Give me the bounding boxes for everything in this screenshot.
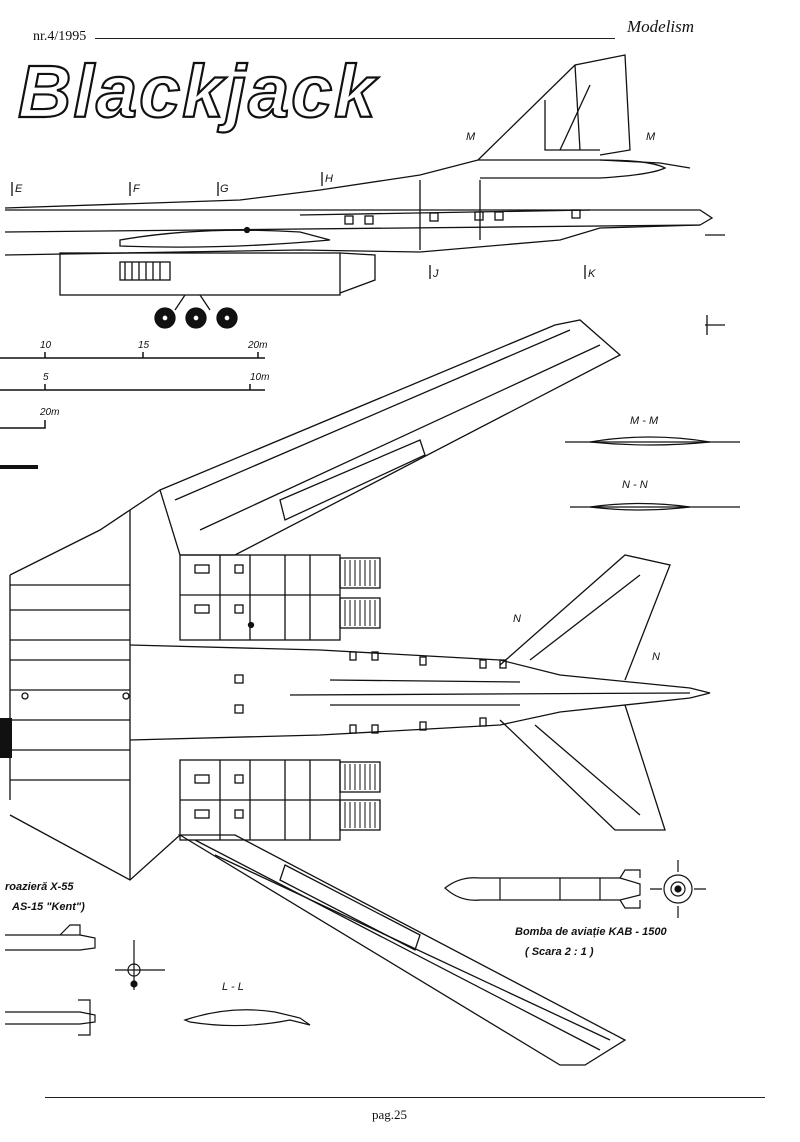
- scale3-tick-20m: 20m: [39, 407, 59, 418]
- footer-rule: [45, 1097, 765, 1098]
- section-label-f: F: [133, 183, 141, 195]
- section-label-m1: M: [466, 131, 476, 143]
- section-ll-label: L - L: [222, 981, 244, 993]
- bomb-drawing: [444, 860, 706, 918]
- section-label-m2: M: [646, 131, 656, 143]
- page-number: pag.25: [372, 1107, 408, 1122]
- scale1-tick-20m: 20m: [247, 340, 267, 351]
- edge-mark: [0, 718, 12, 758]
- scale1-tick-10: 10: [40, 340, 52, 351]
- page-title: Blackjack: [18, 50, 379, 133]
- bomb-caption-line2: ( Scara 2 : 1 ): [525, 946, 594, 958]
- edge-mark: [0, 465, 38, 469]
- section-n-marker-2: N: [652, 651, 660, 663]
- scale2-tick-5: 5: [43, 372, 49, 383]
- section-label-j: J: [432, 268, 439, 280]
- missile-caption-line2: AS-15 "Kent"): [11, 901, 85, 913]
- side-view: [4, 54, 725, 335]
- section-profiles: [183, 436, 740, 1027]
- header-rule: [95, 38, 615, 39]
- bomb-caption-line1: Bomba de aviație KAB - 1500: [515, 926, 667, 938]
- plan-view: [9, 319, 711, 1066]
- scale-bars: [0, 352, 265, 429]
- missile-caption-line1: roazieră X-55: [5, 881, 74, 893]
- scale2-tick-10m: 10m: [250, 372, 269, 383]
- section-mm-label: M - M: [630, 415, 659, 427]
- section-label-k: K: [588, 268, 596, 280]
- section-label-g: G: [220, 183, 229, 195]
- magazine-name: Modelism: [627, 17, 695, 36]
- issue-number: nr.4/1995: [33, 29, 87, 44]
- section-n-marker: N: [513, 613, 521, 625]
- missile-drawing: [5, 924, 165, 1036]
- section-label-h: H: [325, 173, 333, 185]
- intake-hatching: [344, 560, 376, 828]
- section-nn-label: N - N: [622, 479, 648, 491]
- scale1-tick-15: 15: [138, 340, 150, 351]
- section-label-e: E: [15, 183, 23, 195]
